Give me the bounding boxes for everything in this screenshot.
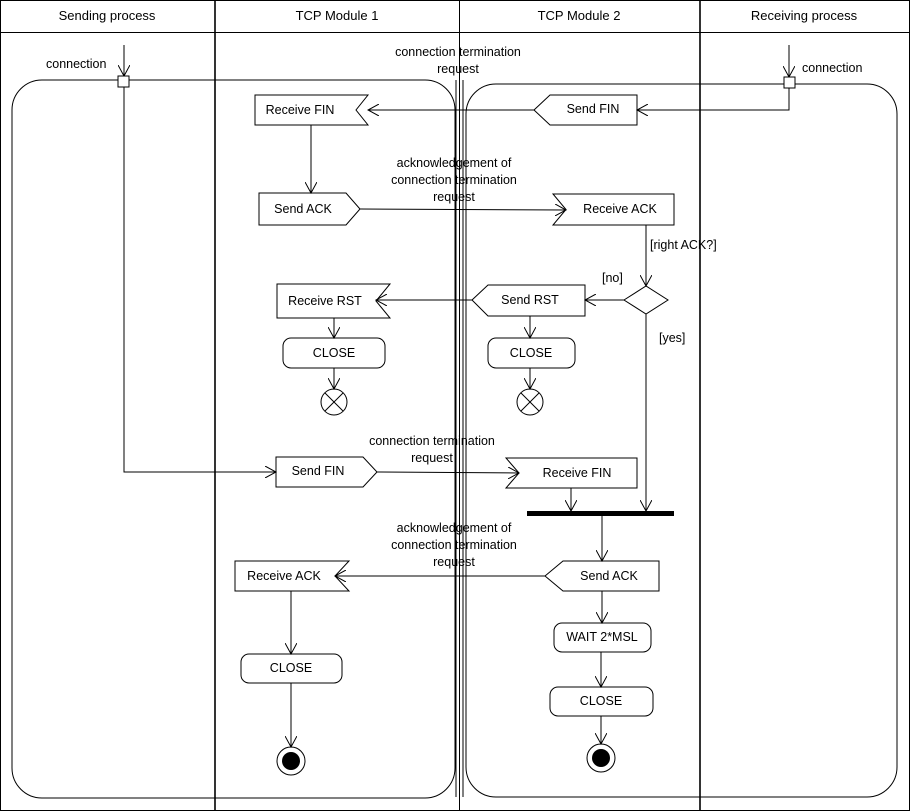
m1-receive-fin-label: Receive FIN <box>266 103 335 117</box>
connection-pin-receiving <box>783 76 796 89</box>
m1-receive-ack-label: Receive ACK <box>247 569 321 583</box>
svg-text:request: request <box>433 555 475 569</box>
connection-label-receiving: connection <box>802 61 863 75</box>
flow-label-ack-1: acknowledgement of connection terminatio… <box>391 156 517 204</box>
lane-receiving-process: Receiving process <box>751 8 858 23</box>
m2-join-bar <box>527 511 674 516</box>
m2-close-final-label: CLOSE <box>580 694 622 708</box>
connection-pin-sending <box>117 75 130 88</box>
region-receiver <box>465 83 898 798</box>
m2-wait-label: WAIT 2*MSL <box>566 630 638 644</box>
svg-text:connection termination: connection termination <box>391 173 517 187</box>
m1-receive-rst-node <box>276 283 392 319</box>
m1-close-rst-label: CLOSE <box>313 346 355 360</box>
m1-receive-ack-node <box>234 560 351 592</box>
lane-tcp-module-1: TCP Module 1 <box>296 8 379 23</box>
svg-text:request: request <box>437 62 479 76</box>
m2-send-ack-label: Send ACK <box>580 569 638 583</box>
m2-decision-node <box>623 285 669 315</box>
lane-sending-process: Sending process <box>59 8 156 23</box>
m2-flow-final-icon <box>516 388 544 416</box>
flow-edges <box>123 87 790 747</box>
svg-text:acknowledgement of: acknowledgement of <box>397 156 512 170</box>
m2-send-ack-node <box>544 560 660 592</box>
m2-receive-fin-label: Receive FIN <box>543 466 612 480</box>
svg-text:connection termination: connection termination <box>395 45 521 59</box>
flow-label-termination-request-1: connection termination request <box>395 45 521 76</box>
m2-receive-ack-label: Receive ACK <box>583 202 657 216</box>
svg-text:request: request <box>411 451 453 465</box>
m1-receive-fin-node <box>254 94 370 126</box>
guard-no: [no] <box>602 271 623 285</box>
m2-send-rst-label: Send RST <box>501 293 559 307</box>
guard-yes: [yes] <box>659 331 685 345</box>
m2-send-fin-label: Send FIN <box>567 102 620 116</box>
m1-activity-final-icon <box>276 746 306 776</box>
svg-text:request: request <box>433 190 475 204</box>
svg-text:acknowledgement of: acknowledgement of <box>397 521 512 535</box>
lane-tcp-module-2: TCP Module 2 <box>538 8 621 23</box>
m1-send-fin-label: Send FIN <box>292 464 345 478</box>
svg-text:connection termination: connection termination <box>391 538 517 552</box>
svg-text:connection termination: connection termination <box>369 434 495 448</box>
flow-label-termination-request-2: connection termination request <box>369 434 495 465</box>
m2-activity-final-icon <box>586 743 616 773</box>
region-sender <box>11 79 456 799</box>
m2-close-rst-label: CLOSE <box>510 346 552 360</box>
guard-right-ack: [right ACK?] <box>650 238 717 252</box>
m1-flow-final-icon <box>320 388 348 416</box>
connection-label-sending: connection <box>46 57 107 71</box>
m1-receive-rst-label: Receive RST <box>288 294 362 308</box>
m1-send-ack-label: Send ACK <box>274 202 332 216</box>
flow-label-ack-2: acknowledgement of connection terminatio… <box>391 521 517 569</box>
m1-send-fin-node <box>275 456 378 488</box>
m1-close-final-label: CLOSE <box>270 661 312 675</box>
channel-lines <box>455 80 464 797</box>
m1-send-ack-node <box>258 192 361 226</box>
